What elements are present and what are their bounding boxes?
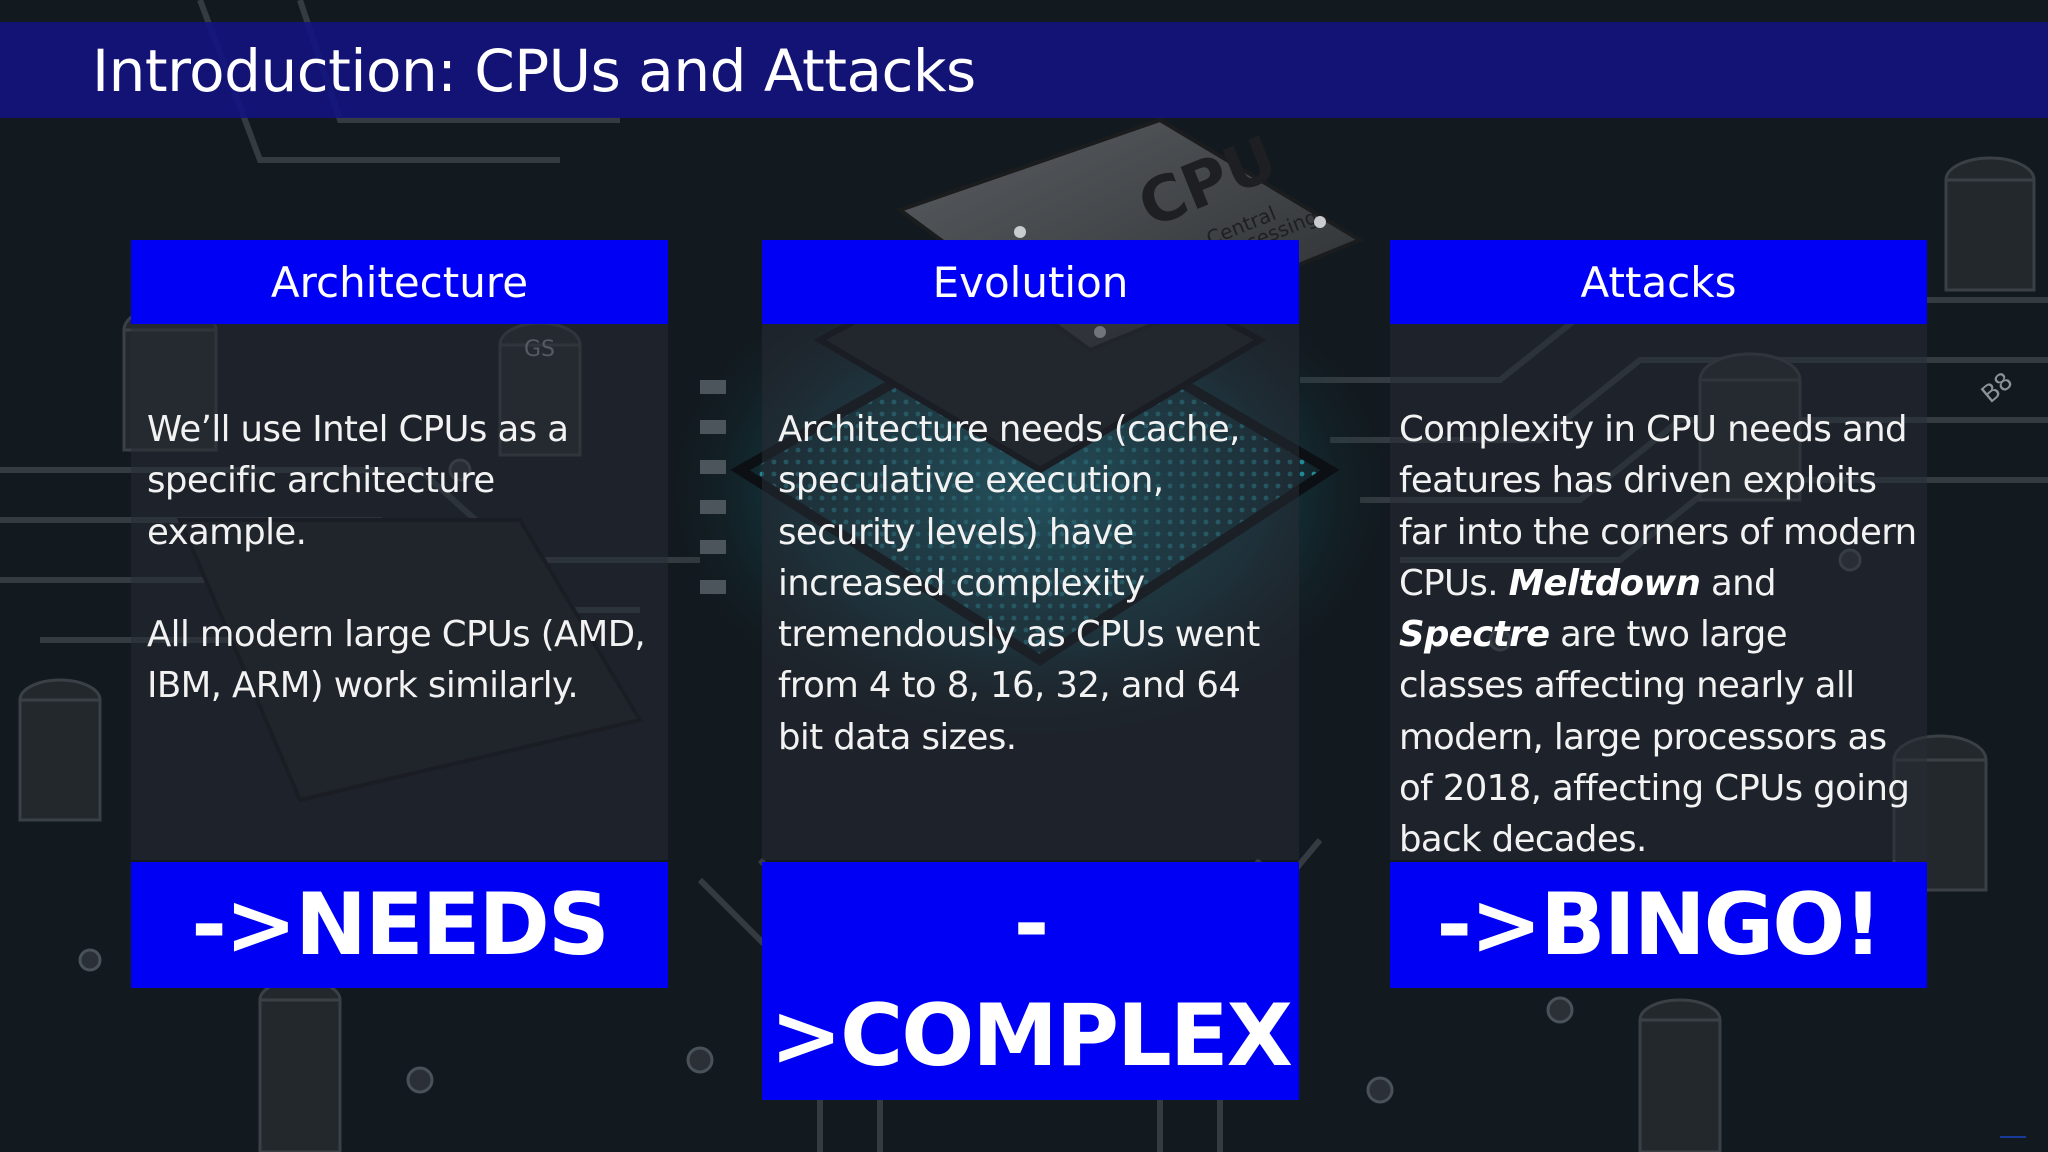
- column-attacks-heading: Attacks: [1390, 240, 1927, 324]
- column-attacks-panel: [1390, 240, 1927, 860]
- attacks-text-3: are two large classes affecting nearly a…: [1399, 614, 1910, 861]
- column-evolution-panel: [762, 240, 1299, 860]
- callout-complex-line-1: -: [1013, 874, 1050, 974]
- column-architecture-panel: [131, 240, 668, 860]
- slide-corner-mark: [2000, 1136, 2026, 1138]
- column-architecture-heading: Architecture: [131, 240, 668, 324]
- attacks-paragraph-1: Complexity in CPU needs and features has…: [1399, 404, 1919, 866]
- evolution-paragraph-1: Architecture needs (cache, speculative e…: [778, 409, 1260, 758]
- callout-complex-line-2: >COMPLEX: [770, 986, 1293, 1086]
- attacks-text-2: and: [1700, 562, 1777, 604]
- column-evolution-heading: Evolution: [762, 240, 1299, 324]
- spectre-emphasis: Spectre: [1399, 614, 1550, 656]
- architecture-paragraph-2: All modern large CPUs (AMD, IBM, ARM) wo…: [147, 613, 646, 707]
- attacks-text-1: Complexity in CPU needs and features has…: [1399, 409, 1917, 604]
- column-architecture-body: We’ll use Intel CPUs as a specific archi…: [147, 404, 657, 762]
- callout-bingo: ->BINGO!: [1390, 862, 1927, 988]
- meltdown-emphasis: Meltdown: [1508, 562, 1701, 604]
- architecture-paragraph-1: We’ll use Intel CPUs as a specific archi…: [147, 409, 569, 553]
- title-bar: Introduction: CPUs and Attacks: [0, 22, 2048, 118]
- column-attacks-body: Complexity in CPU needs and features has…: [1399, 404, 1919, 917]
- column-evolution-body: Architecture needs (cache, speculative e…: [778, 404, 1288, 814]
- slide-title: Introduction: CPUs and Attacks: [92, 37, 976, 105]
- callout-needs: ->NEEDS: [131, 862, 668, 988]
- callout-complex: - >COMPLEX: [762, 862, 1299, 1100]
